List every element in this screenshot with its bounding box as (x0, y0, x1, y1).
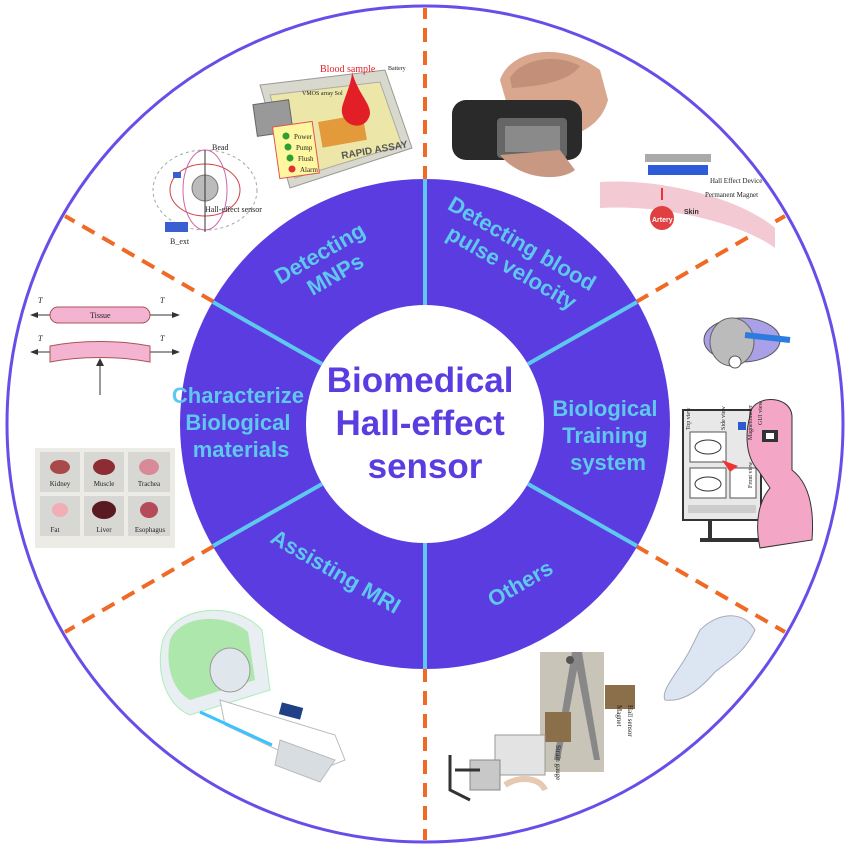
dental-model (448, 734, 548, 802)
eye-model (703, 317, 791, 369)
head-phantom (738, 399, 814, 549)
tensile-diagram: Tissue T T T T (30, 296, 180, 395)
svg-text:Muscle: Muscle (94, 480, 115, 488)
assay-device: Power Pump Flush Alarm Blood sample VMOS… (252, 64, 413, 189)
svg-text:Liver: Liver (96, 526, 112, 534)
svg-text:Pump: Pump (296, 144, 313, 152)
svg-text:Top view: Top view (686, 407, 692, 430)
wrist-photo (452, 51, 608, 178)
training-illustration: Top view Side view Front view Magnetomet… (682, 317, 814, 549)
outer-circle (5, 4, 845, 844)
pulse-illustration: Hall Effect Device Permanent Magnet Arte… (452, 51, 775, 248)
svg-text:Magnetometer: Magnetometer (748, 405, 754, 440)
svg-text:Skin: Skin (684, 209, 699, 216)
segment-label-training: Biological Training system (552, 396, 663, 475)
center-line-2: Hall-effect (336, 404, 506, 443)
svg-text:Hall Effect Device: Hall Effect Device (710, 177, 762, 185)
mri-illustration (159, 609, 346, 783)
training-screen (682, 409, 762, 542)
svg-text:Power: Power (294, 133, 313, 141)
svg-text:T: T (38, 334, 43, 343)
mnps-illustration: Bead Hall-effect sensor B_ext Power Pump… (152, 64, 413, 246)
center-circle (306, 305, 544, 543)
bead-figure: Bead Hall-effect sensor B_ext (152, 143, 262, 246)
characterize-illustration: Tissue T T T T Kidney (30, 296, 180, 548)
svg-text:VMOS array Sol: VMOS array Sol (302, 91, 343, 97)
svg-text:B_ext: B_ext (170, 237, 190, 246)
hall-device-diagram: Hall Effect Device Permanent Magnet Arte… (600, 154, 775, 248)
tissue-samples-photo: Kidney Muscle Trachea Fat Liver Esophagu… (35, 448, 175, 548)
svg-text:Kidney: Kidney (50, 480, 71, 488)
others-illustration: Magnet Hall sensor Strain gauge (448, 615, 756, 802)
svg-text:T: T (160, 334, 165, 343)
svg-text:Magnet: Magnet (615, 705, 623, 726)
segment-separators (212, 179, 638, 669)
svg-text:Strain gauge: Strain gauge (554, 745, 562, 780)
wrist-bone-model (663, 615, 756, 701)
center-line-3: sensor (368, 447, 483, 486)
svg-text:Bead: Bead (212, 143, 228, 152)
svg-text:Fat: Fat (51, 526, 60, 534)
svg-text:Tissue: Tissue (90, 311, 111, 320)
svg-text:Hall-effect sensor: Hall-effect sensor (205, 205, 262, 214)
tweezer-photo: Magnet Hall sensor Strain gauge (540, 652, 635, 780)
svg-text:Battery: Battery (388, 66, 406, 72)
center-line-1: Biomedical (327, 361, 514, 400)
svg-text:Esophagus: Esophagus (135, 526, 166, 534)
svg-text:Front view: Front view (748, 461, 754, 488)
svg-text:Flush: Flush (298, 155, 314, 163)
svg-text:Hall sensor: Hall sensor (626, 705, 634, 737)
svg-text:Trachea: Trachea (138, 480, 161, 488)
svg-text:T: T (38, 296, 43, 305)
svg-text:Side view: Side view (721, 406, 727, 430)
svg-text:GUI view: GUI view (758, 401, 764, 425)
svg-text:Blood sample: Blood sample (320, 64, 376, 75)
svg-text:Alarm: Alarm (300, 166, 318, 174)
svg-text:T: T (160, 296, 165, 305)
svg-text:Artery: Artery (652, 217, 673, 224)
center-title: Biomedical Hall-effect sensor (327, 361, 523, 486)
segment-label-characterize: Characterize Biological materials (172, 383, 310, 462)
svg-text:Permanent Magnet: Permanent Magnet (705, 191, 758, 199)
